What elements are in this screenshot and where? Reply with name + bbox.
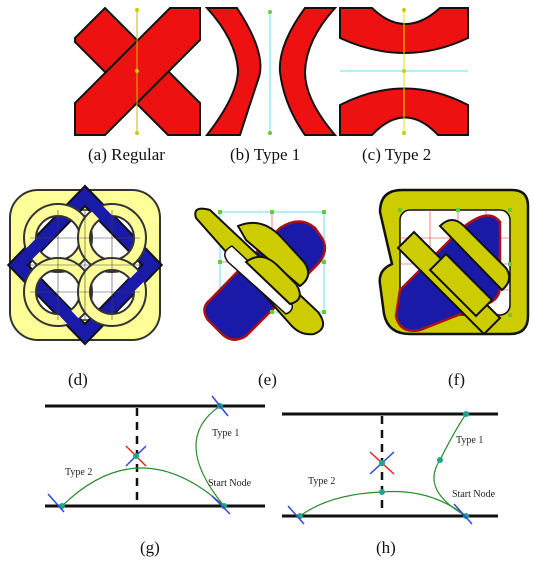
knot-f <box>378 188 530 336</box>
knot-e <box>194 207 327 341</box>
type2-label-h: Type 2 <box>308 476 335 487</box>
caption-g: (g) <box>140 538 160 557</box>
caption-b: (b) Type 1 <box>230 145 301 164</box>
caption-a: (a) Regular <box>88 145 165 164</box>
start-node-label-g: Start Node <box>208 478 252 489</box>
type1-crossing-tile <box>204 7 338 136</box>
caption-h: (h) <box>376 538 396 557</box>
diagram-h: Type 1 Type 2 Start Node <box>282 411 498 525</box>
type1-label-g: Type 1 <box>212 428 239 439</box>
type1-label-h: Type 1 <box>456 435 483 446</box>
caption-d: (d) <box>68 370 88 389</box>
start-node-label-h: Start Node <box>452 489 496 500</box>
diagram-g: Type 1 Type 2 Start Node <box>45 395 265 515</box>
caption-e: (e) <box>258 370 277 389</box>
caption-f: (f) <box>448 370 465 389</box>
type2-crossing-tile <box>339 7 469 136</box>
type2-label-g: Type 2 <box>65 467 92 478</box>
caption-c: (c) Type 2 <box>362 145 432 164</box>
regular-crossing-tile <box>74 6 201 136</box>
knot-d <box>6 184 164 346</box>
